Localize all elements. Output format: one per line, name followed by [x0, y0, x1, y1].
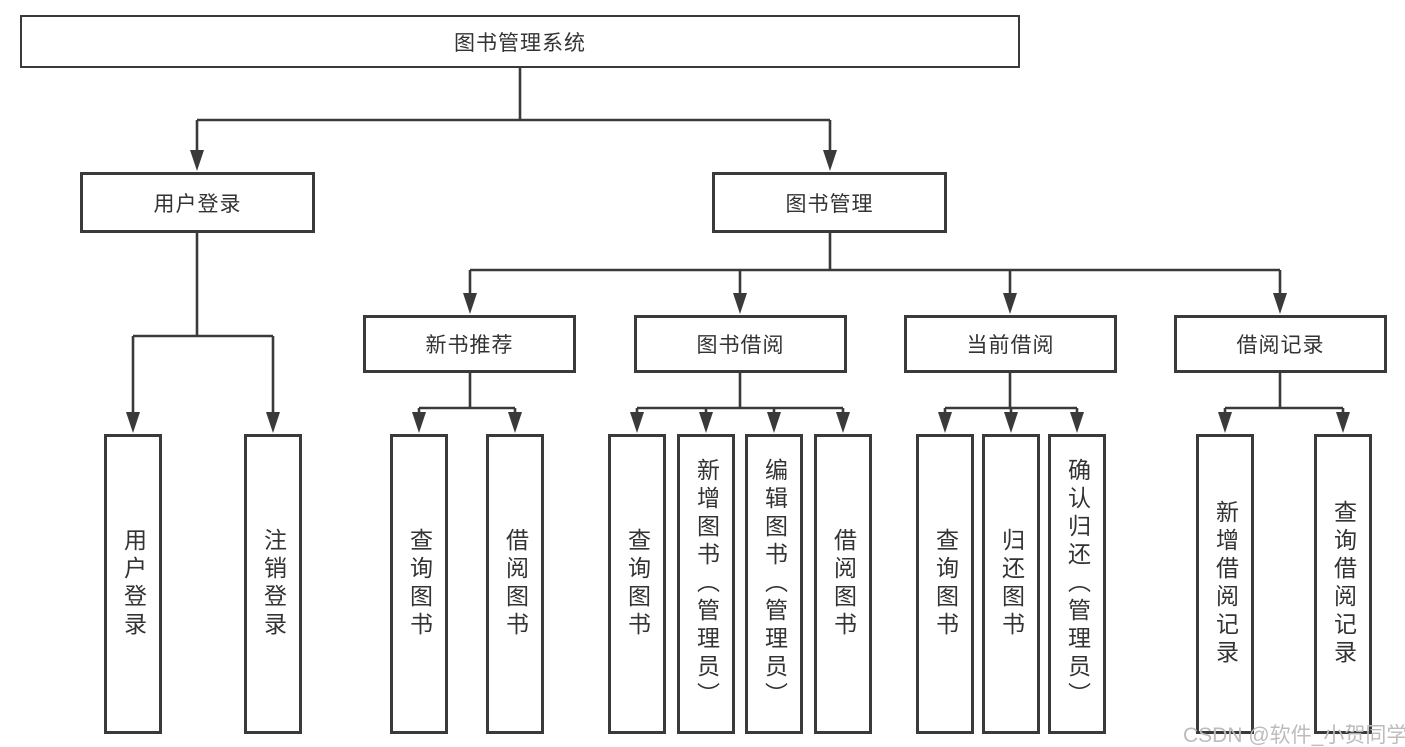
leaf-query-book-recommend-label: 查询图书 [406, 528, 433, 640]
leaf-logout: 注销登录 [244, 434, 302, 734]
leaf-user-login: 用户登录 [104, 434, 162, 734]
watermark: CSDN @软件_小贺同学 [1183, 724, 1405, 747]
node-book-mgmt: 图书管理 [712, 172, 947, 233]
leaf-add-book-admin-label: 新增图书（管理员） [693, 458, 720, 710]
leaf-confirm-return-admin: 确认归还（管理员） [1048, 434, 1106, 734]
leaf-add-borrow-record: 新增借阅记录 [1196, 434, 1254, 734]
leaf-logout-label: 注销登录 [260, 528, 287, 640]
leaf-edit-book-admin-label: 编辑图书（管理员） [761, 458, 788, 710]
node-user-login: 用户登录 [80, 172, 315, 233]
leaf-add-book-admin: 新增图书（管理员） [677, 434, 735, 734]
node-new-book-recommend-label: 新书推荐 [425, 334, 514, 357]
leaf-edit-book-admin: 编辑图书（管理员） [745, 434, 803, 734]
node-borrow-records: 借阅记录 [1174, 315, 1387, 373]
leaf-query-borrow-record: 查询借阅记录 [1314, 434, 1372, 734]
leaf-query-book-recommend: 查询图书 [390, 434, 448, 734]
leaf-query-book-current-label: 查询图书 [932, 528, 959, 640]
node-new-book-recommend: 新书推荐 [363, 315, 576, 373]
leaf-query-book-borrow-label: 查询图书 [624, 528, 651, 640]
node-book-borrow: 图书借阅 [634, 315, 847, 373]
leaf-borrow-book-recommend: 借阅图书 [486, 434, 544, 734]
leaf-query-book-borrow: 查询图书 [608, 434, 666, 734]
leaf-query-book-current: 查询图书 [916, 434, 974, 734]
leaf-user-login-label: 用户登录 [120, 528, 147, 640]
leaf-borrow-book-label: 借阅图书 [830, 528, 857, 640]
leaf-return-book-label: 归还图书 [998, 528, 1025, 640]
leaf-return-book: 归还图书 [982, 434, 1040, 734]
leaf-confirm-return-admin-label: 确认归还（管理员） [1064, 458, 1091, 710]
leaf-borrow-book-recommend-label: 借阅图书 [502, 528, 529, 640]
leaf-borrow-book: 借阅图书 [814, 434, 872, 734]
node-user-login-label: 用户登录 [153, 192, 242, 216]
node-root: 图书管理系统 [20, 15, 1020, 68]
leaf-query-borrow-record-label: 查询借阅记录 [1330, 500, 1357, 668]
node-book-borrow-label: 图书借阅 [696, 334, 785, 357]
leaf-add-borrow-record-label: 新增借阅记录 [1212, 500, 1239, 668]
node-root-label: 图书管理系统 [454, 31, 586, 55]
node-book-mgmt-label: 图书管理 [785, 192, 874, 216]
node-borrow-records-label: 借阅记录 [1236, 334, 1325, 357]
node-current-borrow: 当前借阅 [904, 315, 1117, 373]
node-current-borrow-label: 当前借阅 [966, 334, 1055, 357]
